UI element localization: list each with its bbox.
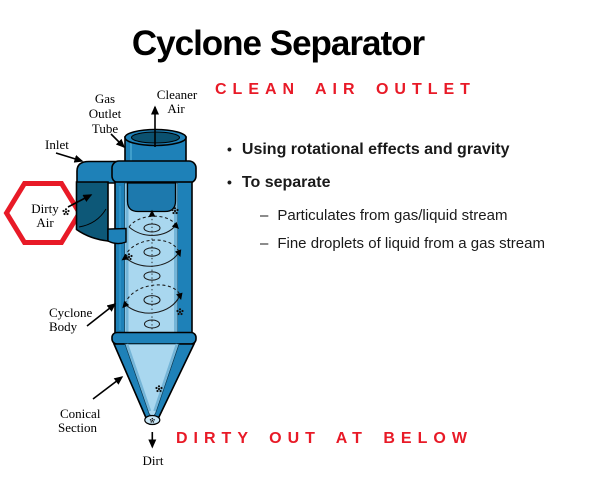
label-cleaner-air: Air xyxy=(167,101,185,116)
conical-section-arrow xyxy=(92,376,124,400)
body-bottom-flange xyxy=(111,331,197,345)
clean-air-outlet-header: CLEAN AIR OUTLET xyxy=(215,81,476,98)
bullet-text: Using rotational effects and gravity xyxy=(241,141,510,158)
inlet-scroll-wrap xyxy=(107,227,127,245)
label-section: Section xyxy=(58,420,97,435)
bullet-item: • Using rotational effects and gravity xyxy=(227,140,602,160)
label-tube: Tube xyxy=(92,121,118,136)
dirty-out-header: DIRTY OUT AT BELOW xyxy=(176,430,473,447)
bullet-marker: • xyxy=(227,173,232,190)
page-title: Cyclone Separator xyxy=(131,24,425,63)
dirty-air-arrow xyxy=(67,194,93,208)
label-dirt: Dirt xyxy=(143,453,164,468)
dash-marker: – xyxy=(260,207,269,225)
cone-rim-left xyxy=(125,343,152,412)
label-cleaner: Cleaner xyxy=(157,87,198,102)
bullet-item: • To separate xyxy=(227,173,602,193)
cyclone-separator-diagram: Gas Outlet Tube Cleaner Air Inlet Dirty … xyxy=(3,87,198,468)
bullet-text: To separate xyxy=(241,173,331,191)
sub-bullet-item: – Fine droplets of liquid from a gas str… xyxy=(260,235,602,253)
inlet-arrow xyxy=(55,152,84,163)
label-arrows xyxy=(55,105,159,449)
label-outlet: Outlet xyxy=(89,106,122,121)
sub-bullet-item: – Particulates from gas/liquid stream xyxy=(260,207,602,225)
sub-bullet-text: Particulates from gas/liquid stream xyxy=(277,207,508,225)
bullet-list: • Using rotational effects and gravity •… xyxy=(227,140,602,263)
label-cyclone: Cyclone xyxy=(49,305,93,320)
label-inlet: Inlet xyxy=(45,137,69,152)
inlet-swirl-line xyxy=(78,208,107,228)
label-body: Body xyxy=(49,319,78,334)
sub-bullet-text: Fine droplets of liquid from a gas strea… xyxy=(277,235,545,253)
cyclone-body-arrow xyxy=(86,303,117,327)
label-dirty-air: Air xyxy=(36,215,54,230)
label-dirty: Dirty xyxy=(31,201,59,216)
label-conical: Conical xyxy=(60,406,101,421)
interior-rim-right xyxy=(174,183,178,333)
inner-tube-extension xyxy=(126,182,177,213)
dash-marker: – xyxy=(260,235,269,253)
inlet-scroll-face xyxy=(75,181,109,242)
body-top-collar xyxy=(111,160,197,184)
particle-clusters xyxy=(62,207,184,423)
gas-outlet-tube-arrow xyxy=(110,133,126,149)
cone-rim-right xyxy=(153,343,179,412)
bullet-marker: • xyxy=(227,141,232,157)
label-gas: Gas xyxy=(95,91,115,106)
